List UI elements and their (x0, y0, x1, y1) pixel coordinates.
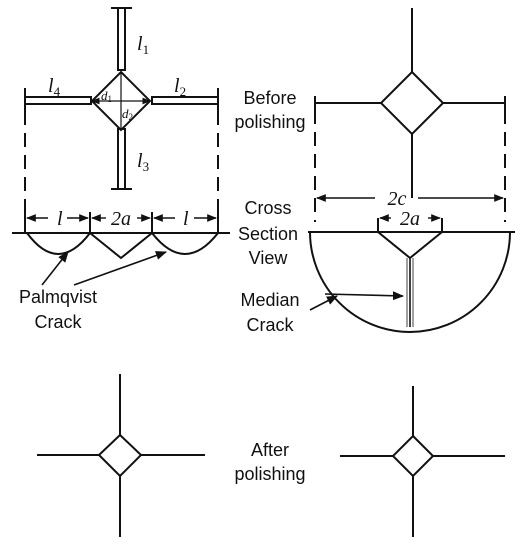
palmqvist-crack-right (151, 232, 219, 255)
cross-section-line3: View (249, 248, 289, 268)
palmqvist-cross-section (12, 212, 230, 286)
median-crack-line1: Median (240, 290, 299, 310)
label-l4: l4 (48, 75, 61, 99)
median-after-polishing (340, 386, 505, 537)
label-2c: 2c (388, 188, 407, 210)
median-crack-line2: Crack (246, 315, 294, 335)
crack-arm-top (117, 7, 126, 71)
after-polishing-line2: polishing (234, 464, 305, 484)
palmqvist-crack-line1: Palmqvist (19, 287, 97, 307)
cross-section-line2: Section (238, 224, 298, 244)
before-polishing-line2: polishing (234, 112, 305, 132)
label-l2: l2 (174, 75, 186, 99)
label-2a-right: 2a (400, 208, 420, 230)
median-crack-outline (309, 231, 511, 333)
median-indent-diamond (379, 70, 445, 136)
cross-section-line1: Cross (244, 198, 291, 218)
median-cross-section (308, 194, 515, 333)
palmqvist-crack-line2: Crack (34, 312, 82, 332)
label-2a-left: 2a (111, 208, 131, 230)
label-l1: l1 (137, 33, 149, 57)
indent-profile-left (89, 232, 153, 260)
median-top-view (314, 8, 506, 222)
before-polishing-line1: Before (243, 88, 296, 108)
label-d2: d2 (122, 106, 133, 122)
indent-profile-right (377, 231, 443, 260)
palmqvist-top-view (24, 7, 219, 218)
after-polishing-line1: After (251, 440, 289, 460)
palmqvist-crack-left (26, 232, 91, 255)
label-d1: d1 (101, 88, 112, 104)
label-l-left: l (57, 208, 63, 230)
label-l3: l3 (137, 150, 149, 174)
crack-arm-bottom (117, 128, 126, 190)
palmqvist-after-polishing (37, 374, 205, 537)
label-l-right: l (183, 208, 189, 230)
